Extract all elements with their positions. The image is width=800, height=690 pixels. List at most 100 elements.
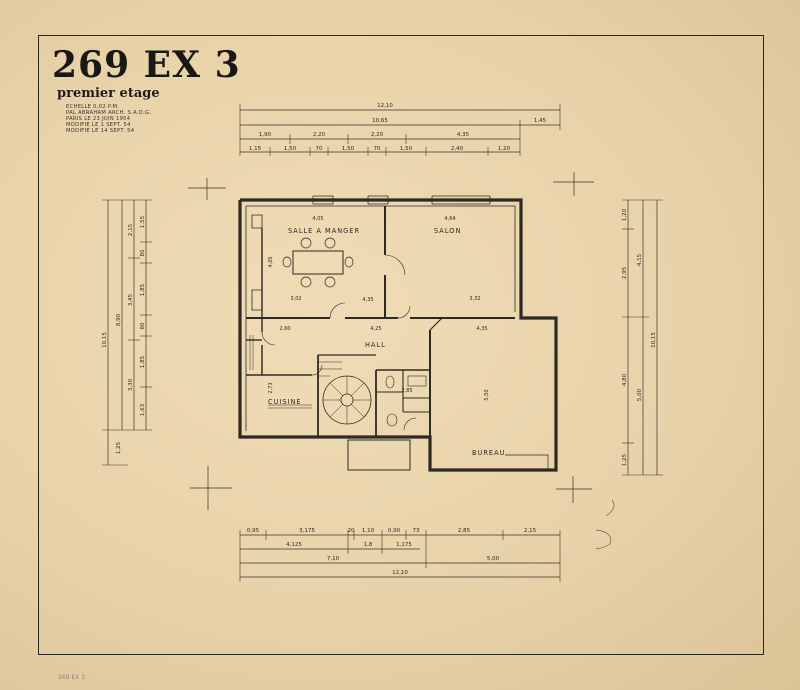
room-label-salon: SALON: [434, 227, 461, 235]
registration-cross: [553, 172, 594, 196]
drawing-subtitle: premier etage: [57, 86, 160, 101]
stair-tread: [323, 376, 371, 424]
room-dim-label: 4,35: [362, 297, 373, 303]
room-dim-label: 5,50: [484, 389, 490, 400]
dim-label: 2,20: [371, 132, 384, 138]
dim-label: 80: [140, 322, 146, 329]
room-dim-label: 4,25: [370, 326, 381, 332]
dim-label: 70: [316, 146, 323, 152]
dim-label: 1,20: [498, 146, 511, 152]
dim-label: 10,65: [372, 118, 388, 124]
dim-label: 5,00: [637, 388, 643, 401]
dim-label: 3,30: [128, 378, 134, 391]
dim-label: 10,15: [651, 332, 657, 348]
dim-label: 1,25: [116, 441, 122, 454]
modification-note-1: MODIFIE LE 1 SEPT. 54: [66, 122, 131, 128]
room-dim-label: 3,32: [469, 296, 480, 302]
room-dim-label: 4,05: [312, 216, 323, 222]
bay-window: [505, 454, 549, 470]
dim-label: 2,85: [458, 528, 471, 534]
room-label-hall: HALL: [365, 341, 386, 349]
registration-cross: [188, 178, 226, 200]
dim-label: 12,10: [377, 103, 393, 109]
dining-table: [292, 250, 344, 275]
partition-wall: [429, 317, 443, 331]
dim-label: 2,15: [524, 528, 537, 534]
washbasin: [407, 375, 427, 387]
dim-label: 5,00: [487, 556, 500, 562]
outer-wall: [238, 200, 320, 439]
dim-label: 1,15: [249, 146, 262, 152]
kitchen-counter: [268, 404, 312, 409]
dim-label: 20: [348, 528, 355, 534]
dim-label: 4,125: [286, 542, 302, 548]
inner-wall-face: [246, 205, 516, 312]
dim-label: 10,15: [102, 332, 108, 348]
chair: [282, 237, 354, 288]
dim-label: 1,85: [140, 355, 146, 368]
dim-label: 1,50: [400, 146, 413, 152]
room-label-cuisine: CUISINE: [268, 398, 302, 406]
dim-label: 1,25: [622, 453, 628, 466]
room-dim-label: 3,02: [290, 296, 301, 302]
architect-note: PAL ABRAHAM ARCH. S.A.D.G.: [66, 110, 152, 116]
dim-label: 7,10: [327, 556, 340, 562]
dim-label: 2,95: [622, 266, 628, 279]
outer-wall: [320, 435, 558, 472]
archive-mark: 269 EX 3: [58, 674, 85, 681]
drawing-title: 269 EX 3: [52, 44, 241, 86]
dim-label: 12,10: [392, 570, 408, 576]
dim-label: 1,50: [284, 146, 297, 152]
dim-label: 1,175: [396, 542, 412, 548]
terrace: [347, 439, 411, 471]
room-dim-label: 2,85: [401, 388, 412, 394]
dim-label: 1,45: [534, 118, 547, 124]
stair-handrail: [249, 335, 254, 370]
date-note: PARIS LE 23 JUIN 1954: [66, 116, 131, 122]
dim-label: 1,20: [622, 208, 628, 221]
outer-wall: [240, 198, 558, 442]
chimney: [251, 214, 263, 311]
pencil-mark: [595, 499, 615, 549]
room-label-salle-a-manger: SALLE A MANGER: [288, 227, 360, 235]
room-dim-label: 2,60: [279, 326, 290, 332]
stair-tread: [318, 361, 342, 377]
dim-label: 0,90: [388, 528, 401, 534]
toilet: [386, 413, 398, 427]
dim-label: 1,8: [364, 542, 373, 548]
window: [312, 195, 491, 205]
dim-label: 3,175: [299, 528, 315, 534]
dim-label: 3,45: [128, 293, 134, 306]
dim-label: 2,15: [128, 223, 134, 236]
dim-label: 70: [374, 146, 381, 152]
dim-label: 1,90: [259, 132, 272, 138]
partition-wall: [376, 370, 430, 413]
dim-label: 2,20: [313, 132, 326, 138]
dim-label: 1,10: [362, 528, 375, 534]
dim-label: 4,35: [457, 132, 470, 138]
registration-cross: [190, 466, 232, 510]
dim-label: 4,15: [637, 253, 643, 266]
door-swing: [261, 254, 417, 431]
room-dim-label: 4,35: [476, 326, 487, 332]
scale-note: ECHELLE 0,02 P.M.: [66, 104, 120, 110]
room-label-bureau: BUREAU: [472, 449, 505, 457]
dim-label: 4,80: [622, 373, 628, 386]
modification-note-2: MODIFIE LE 14 SEPT. 54: [66, 128, 135, 134]
room-dim-label: 2,73: [268, 382, 274, 393]
room-dim-label: 4,64: [444, 216, 455, 222]
sheet-border: [38, 35, 764, 655]
dim-label: 1,63: [140, 403, 146, 416]
dim-label: 80: [140, 249, 146, 256]
room-dim-label: 4,05: [268, 256, 274, 267]
dim-label: 0,95: [247, 528, 260, 534]
registration-cross: [556, 476, 592, 503]
toilet: [385, 375, 395, 389]
dim-label: 2,40: [451, 146, 464, 152]
dim-label: 73: [413, 528, 420, 534]
dim-label: 1,50: [342, 146, 355, 152]
dim-label: 1,55: [140, 215, 146, 228]
dim-label: 1,85: [140, 283, 146, 296]
